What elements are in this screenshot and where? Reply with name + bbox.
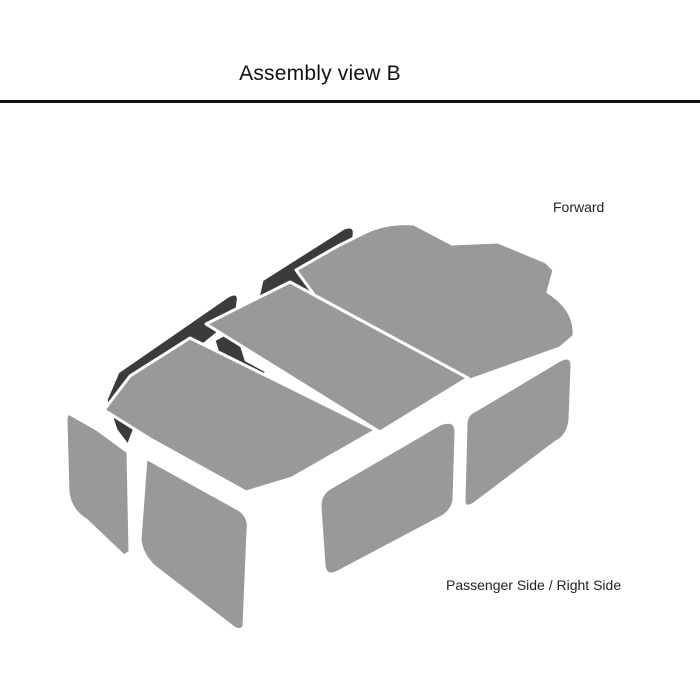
rear-roof-panel xyxy=(102,336,378,494)
title-divider xyxy=(0,100,700,103)
left-rear-wall-panel xyxy=(64,412,132,558)
right-rear-wall-panel xyxy=(318,420,458,576)
forward-label: Forward xyxy=(553,199,605,215)
left-front-wall-panel xyxy=(138,456,250,632)
rear-left-dark-side-panel xyxy=(104,292,240,448)
middle-roof-panel xyxy=(204,280,470,434)
passenger-side-label: Passenger Side / Right Side xyxy=(446,577,622,593)
page-title: Assembly view B xyxy=(239,62,401,85)
front-roof-panel xyxy=(294,222,576,382)
right-front-wall-panel xyxy=(462,356,574,508)
